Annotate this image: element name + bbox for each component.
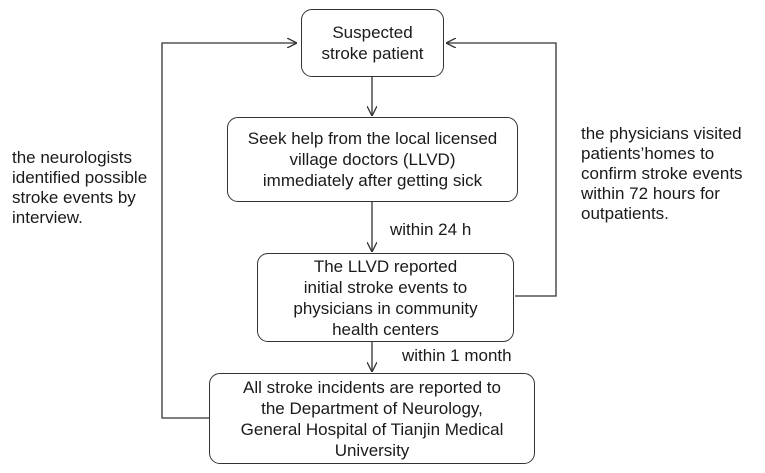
node-suspected-label: Suspected stroke patient: [321, 23, 424, 63]
edge-label-within-1month: within 1 month: [402, 346, 512, 365]
side-note-physicians: the physicians visited patients’homes to…: [581, 124, 743, 223]
edge-label-within-24h: within 24 h: [390, 220, 472, 239]
node-seek-help: Seek help from the local licensed villag…: [227, 117, 518, 202]
loop-right-physicians: [447, 43, 557, 297]
loop-left-neurologists: [161, 43, 296, 419]
node-all-reported: All stroke incidents are reported to the…: [209, 373, 535, 464]
side-note-neurologists: the neurologists identified possible str…: [12, 148, 148, 227]
node-suspected-stroke-patient: Suspected stroke patient: [301, 9, 444, 77]
node-all-reported-label: All stroke incidents are reported to the…: [240, 377, 504, 460]
node-llvd-report-label: The LLVD reported initial stroke events …: [293, 256, 478, 339]
node-llvd-report: The LLVD reported initial stroke events …: [257, 253, 514, 342]
node-seek-help-label: Seek help from the local licensed villag…: [247, 129, 498, 190]
